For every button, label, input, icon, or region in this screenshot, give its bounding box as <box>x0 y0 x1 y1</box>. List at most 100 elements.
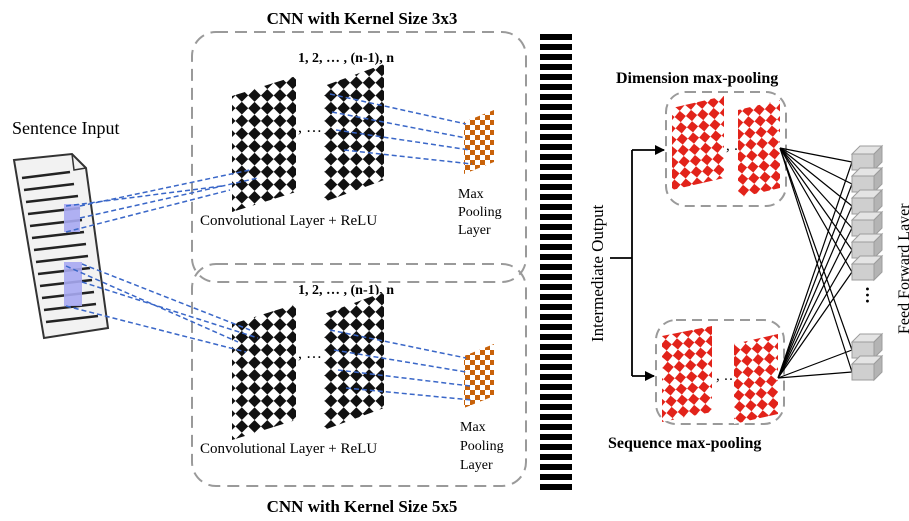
ff-neuron-cube <box>850 210 884 238</box>
intermediate-stripe <box>540 44 572 50</box>
bottom-channels-label: 1, 2, … , (n-1), n <box>298 283 394 298</box>
intermediate-stripe <box>540 484 572 490</box>
intermediate-stripe <box>540 284 572 290</box>
ff-neuron-cube <box>850 254 884 282</box>
intermediate-output-label: Intermediate Output <box>588 204 607 342</box>
bottom-maps-ellipsis: , … <box>298 345 322 362</box>
feed-forward-cubes <box>850 144 884 382</box>
ff-connection-line <box>777 227 853 379</box>
bottom-feature-map-n <box>324 292 384 430</box>
intermediate-stripe <box>540 124 572 130</box>
bottom-conv-label: Convolutional Layer + ReLU <box>200 441 377 457</box>
bottom-pool-connections <box>329 329 473 401</box>
top-cnn-title: CNN with Kernel Size 3x3 <box>267 9 458 28</box>
bottom-cnn-title: CNN with Kernel Size 5x5 <box>267 497 458 516</box>
intermediate-stripe <box>540 384 572 390</box>
intermediate-stripe <box>540 84 572 90</box>
sentence-input-label: Sentence Input <box>12 118 119 138</box>
intermediate-stripe <box>540 214 572 220</box>
intermediate-stripe <box>540 154 572 160</box>
bottom-pooling-map <box>464 344 494 408</box>
sequence-map-1 <box>662 326 712 422</box>
top-pool-label: Max Pooling Layer <box>458 187 505 238</box>
ff-connection-line <box>777 161 853 379</box>
ff-neuron-cube <box>850 354 884 382</box>
dimension-map-n <box>738 100 780 198</box>
intermediate-stripe <box>540 74 572 80</box>
intermediate-stripe <box>540 34 572 40</box>
bottom-pool-label: Max Pooling Layer <box>460 420 507 473</box>
ff-neuron-cube <box>850 144 884 172</box>
bottom-cnn-block <box>191 263 527 487</box>
intermediate-stripe <box>540 344 572 350</box>
intermediate-stripe <box>540 364 572 370</box>
intermediate-stripe <box>540 224 572 230</box>
intermediate-stripe <box>540 64 572 70</box>
ff-connection-line <box>777 349 853 379</box>
intermediate-stripe <box>540 144 572 150</box>
input-conv-connections <box>65 169 259 353</box>
intermediate-stripe <box>540 444 572 450</box>
ff-connection-line <box>777 183 853 379</box>
bottom-feature-map-1 <box>232 304 296 440</box>
ff-connections <box>777 147 853 379</box>
kernel-highlight-3x3 <box>64 204 80 232</box>
top-channels-label: 1, 2, … , (n-1), n <box>298 51 394 66</box>
document-icon <box>12 152 110 340</box>
ff-connection-line <box>777 249 853 379</box>
kernel-highlight-5x5 <box>64 262 82 306</box>
dimension-map-1 <box>672 96 724 190</box>
intermediate-output-bar <box>540 34 572 490</box>
intermediate-stripe <box>540 424 572 430</box>
ff-neuron-cube <box>850 332 884 360</box>
ff-connection-line <box>777 271 853 379</box>
sequence-pooling-box <box>655 319 785 425</box>
intermediate-stripe <box>540 374 572 380</box>
intermediate-stripe <box>540 274 572 280</box>
intermediate-stripe <box>540 134 572 140</box>
intermediate-stripe <box>540 54 572 60</box>
intermediate-stripe <box>540 434 572 440</box>
intermediate-stripe <box>540 244 572 250</box>
ff-connection-line <box>779 147 853 251</box>
sequence-pooling-title: Sequence max-pooling <box>608 435 761 452</box>
intermediate-stripe <box>540 264 572 270</box>
intermediate-stripe <box>540 94 572 100</box>
top-conv-label: Convolutional Layer + ReLU <box>200 213 377 229</box>
intermediate-stripe <box>540 114 572 120</box>
intermediate-stripe <box>540 324 572 330</box>
ff-connection-line <box>779 147 853 185</box>
ff-connection-line <box>777 371 853 379</box>
ff-neuron-cube <box>850 232 884 260</box>
intermediate-stripe <box>540 174 572 180</box>
intermediate-stripe <box>540 204 572 210</box>
feed-forward-layer-label: Feed Forward Layer <box>896 203 909 334</box>
intermediate-stripe <box>540 414 572 420</box>
intermediate-stripe <box>540 294 572 300</box>
intermediate-stripe <box>540 474 572 480</box>
intermediate-stripe <box>540 164 572 170</box>
intermediate-stripe <box>540 104 572 110</box>
sequence-map-n <box>734 334 778 424</box>
top-maps-ellipsis: , … <box>298 119 322 136</box>
ff-connection-line <box>779 147 853 163</box>
intermediate-stripe <box>540 234 572 240</box>
intermediate-stripe <box>540 334 572 340</box>
intermediate-stripe <box>540 454 572 460</box>
branch-connector <box>610 145 665 381</box>
intermediate-stripe <box>540 464 572 470</box>
top-feature-map-1 <box>232 76 296 212</box>
dimension-pooling-title: Dimension max-pooling <box>616 70 778 87</box>
ff-connection-line <box>779 147 853 351</box>
top-cnn-block <box>191 31 527 283</box>
intermediate-stripe <box>540 314 572 320</box>
intermediate-stripe <box>540 354 572 360</box>
intermediate-stripe <box>540 304 572 310</box>
intermediate-stripe <box>540 254 572 260</box>
ff-connection-line <box>777 205 853 379</box>
intermediate-stripe <box>540 394 572 400</box>
ff-ellipsis: … <box>862 286 882 304</box>
intermediate-stripe <box>540 194 572 200</box>
top-pooling-map <box>464 110 494 174</box>
